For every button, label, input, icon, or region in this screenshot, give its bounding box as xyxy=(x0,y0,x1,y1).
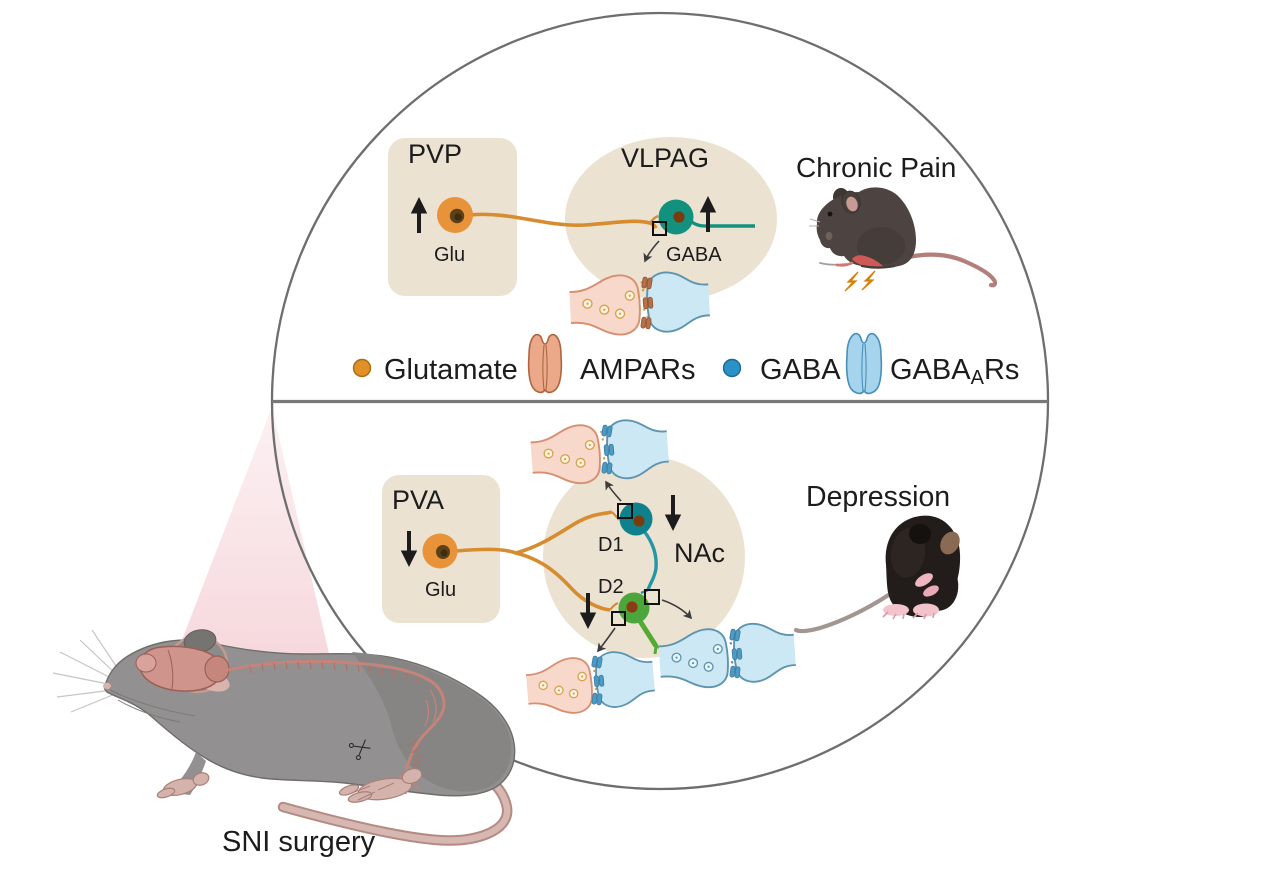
svg-text:GABAARs: GABAARs xyxy=(890,354,1019,389)
svg-text:PVA: PVA xyxy=(392,485,444,515)
svg-text:Chronic Pain: Chronic Pain xyxy=(796,152,956,183)
svg-text:Glu: Glu xyxy=(434,244,465,266)
svg-text:SNI surgery: SNI surgery xyxy=(222,826,376,858)
svg-text:GABA: GABA xyxy=(760,354,841,386)
svg-text:NAc: NAc xyxy=(674,538,725,568)
svg-text:AMPARs: AMPARs xyxy=(580,354,695,386)
svg-text:GABA: GABA xyxy=(666,244,722,266)
svg-text:Depression: Depression xyxy=(806,481,950,513)
svg-text:Glu: Glu xyxy=(425,579,456,601)
svg-text:D1: D1 xyxy=(598,534,624,556)
svg-text:D2: D2 xyxy=(598,576,624,598)
svg-text:Glutamate: Glutamate xyxy=(384,354,518,386)
svg-text:PVP: PVP xyxy=(408,139,462,169)
svg-text:VLPAG: VLPAG xyxy=(621,143,709,173)
